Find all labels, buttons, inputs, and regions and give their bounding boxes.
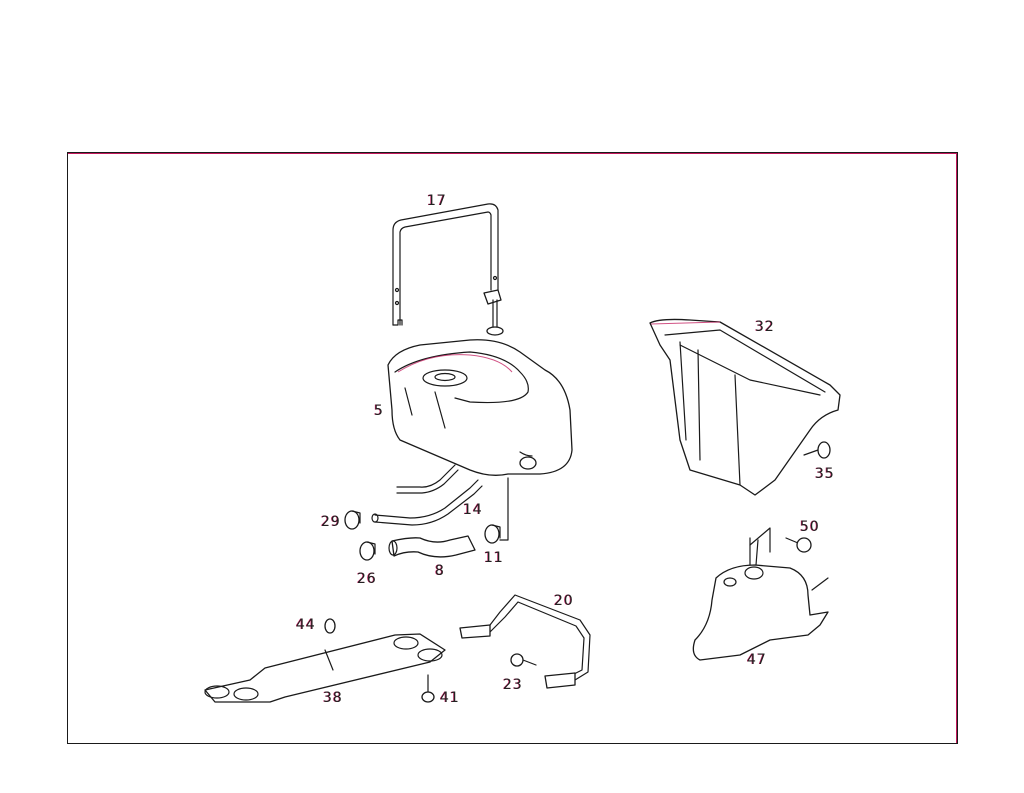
part-35-screw[interactable]	[803, 441, 831, 459]
leader-line-50	[749, 527, 771, 553]
part-26-clamp[interactable]	[359, 541, 376, 561]
callout-38: 38	[323, 690, 343, 706]
callout-23: 23	[503, 677, 523, 693]
part-38-plate[interactable]	[204, 633, 446, 703]
callout-29: 29	[321, 514, 341, 530]
part-14-pipe[interactable]	[371, 464, 483, 526]
part-41-screw[interactable]	[421, 674, 435, 703]
callout-11: 11	[484, 550, 504, 566]
callout-41: 41	[440, 690, 460, 706]
callout-47: 47	[747, 652, 767, 668]
callout-20: 20	[554, 593, 574, 609]
diagram-frame	[67, 152, 958, 744]
part-20-bracket[interactable]	[459, 594, 591, 689]
callout-35: 35	[815, 466, 835, 482]
callout-26: 26	[357, 571, 377, 587]
part-47-reservoir[interactable]	[692, 537, 829, 661]
callout-50: 50	[800, 519, 820, 535]
callout-8: 8	[435, 563, 445, 579]
part-44-clip[interactable]	[324, 618, 336, 634]
part-23-bolt[interactable]	[510, 653, 537, 667]
part-32-cover[interactable]	[649, 318, 841, 496]
part-5-fuel-tank[interactable]	[387, 339, 573, 476]
part-17-strap[interactable]	[392, 203, 504, 336]
callout-14: 14	[463, 502, 483, 518]
part-8-hose[interactable]	[388, 535, 476, 558]
callout-44: 44	[296, 617, 316, 633]
callout-32: 32	[755, 319, 775, 335]
part-29-clamp[interactable]	[344, 510, 361, 530]
leader-line-11	[499, 477, 509, 541]
part-11-clamp[interactable]	[484, 524, 501, 544]
callout-5: 5	[374, 403, 384, 419]
callout-17: 17	[427, 193, 447, 209]
part-50-bolt[interactable]	[785, 537, 812, 553]
